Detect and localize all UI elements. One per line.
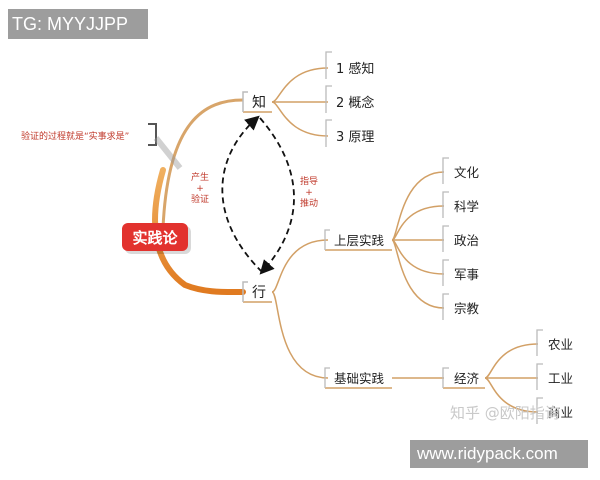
economy-children-brackets [536, 329, 543, 424]
economy-child-industry: 工业 [548, 371, 573, 386]
knowledge-to-practice-arrow [259, 117, 295, 275]
upper-child-politics: 政治 [454, 233, 479, 248]
edge-label-guide: 指导 [300, 175, 318, 187]
upper-child-military: 军事 [454, 267, 479, 282]
knowledge-node-label: 知 [252, 94, 266, 111]
zhihu-credit-watermark: 知乎 @欧阳指询 [450, 404, 560, 422]
upper-practice-label: 上层实践 [334, 233, 385, 248]
upper-practice-bracket [324, 229, 330, 250]
knowledge-child-principle: 3 原理 [336, 130, 374, 145]
root-trunk [152, 167, 246, 296]
upper-practice-children-connectors [391, 171, 445, 309]
economy-child-agriculture: 农业 [548, 337, 573, 352]
top-watermark: TG: MYYJJPP [8, 9, 148, 39]
knowledge-children-connectors [271, 67, 329, 137]
edge-label-plus-2: + [305, 188, 313, 198]
economy-label: 经济 [454, 371, 480, 386]
practice-to-knowledge-arrow [221, 115, 263, 273]
edge-label-drive: 推动 [300, 197, 318, 209]
edge-label-verify: 验证 [191, 193, 209, 205]
base-practice-label: 基础实践 [334, 371, 385, 386]
economy-children-connectors [484, 343, 539, 413]
root-to-knowledge-branch [161, 98, 244, 229]
knowledge-node-bracket [242, 91, 248, 112]
bottom-watermark: www.ridypack.com [410, 440, 588, 468]
knowledge-children-brackets [325, 51, 332, 147]
economy-bracket [442, 367, 449, 388]
practice-children-connectors [271, 239, 329, 379]
note-pointer [153, 136, 183, 170]
upper-child-science: 科学 [454, 199, 479, 214]
root-node [122, 223, 188, 251]
practice-node-bracket [242, 281, 248, 302]
knowledge-child-concept: 2 概念 [336, 95, 374, 111]
base-practice-bracket [324, 367, 330, 388]
upper-practice-children-brackets [442, 157, 449, 320]
upper-child-culture: 文化 [454, 165, 480, 180]
economy-child-commerce: 商业 [548, 405, 573, 420]
upper-child-religion: 宗教 [454, 301, 480, 316]
knowledge-child-perception: 1 感知 [336, 61, 374, 77]
note-text: 验证的过程就是“实事求是” [21, 130, 129, 142]
root-node-label: 实践论 [132, 229, 178, 247]
edge-label-plus-1: + [196, 184, 204, 194]
note-bracket [148, 123, 157, 146]
practice-node-label: 行 [252, 285, 266, 301]
edge-label-produce: 产生 [191, 171, 209, 183]
